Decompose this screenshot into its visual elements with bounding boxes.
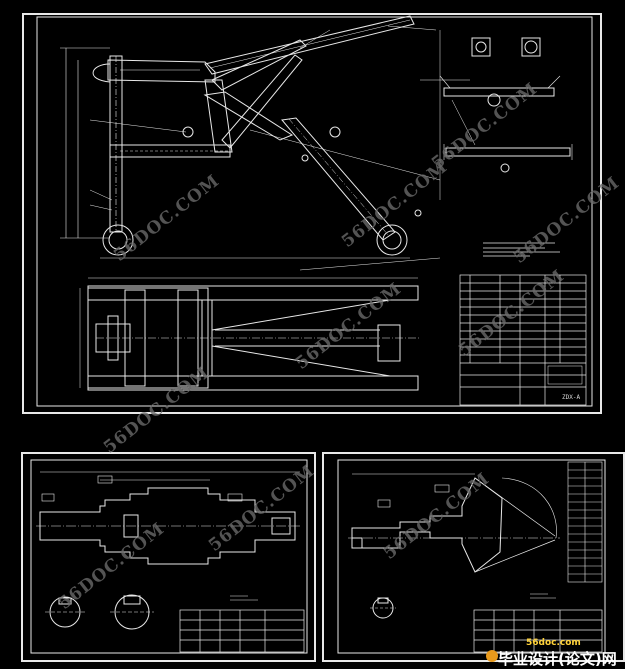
parts-list [459,274,587,406]
logo-icon [486,650,498,662]
detail-parts [420,37,573,173]
cone-title-block [473,593,603,653]
sheet-shaft-frame [21,452,316,662]
sheet3-inner-border [337,459,606,654]
cone-shaft-drawing [348,473,560,619]
sheet-assembly-frame [22,13,602,414]
site-url: 56doc.com [526,638,581,648]
shaft-drawing [36,471,300,630]
cone-parts-table [567,461,603,583]
shaft-title-block [179,595,305,653]
trolley-plan-view [79,257,441,391]
sheet2-inner-border [30,459,308,654]
sheet1-drawing-number: ZDX-A [562,394,581,401]
sheet1-inner-border [36,16,593,407]
site-logo: 56doc.com 毕业设计(论文)网 [486,638,622,668]
site-brand-name: 毕业设计(论文)网 [498,650,617,668]
technical-notes [483,242,560,257]
trolley-side-view [60,15,441,259]
sheet-cone-frame [322,452,625,662]
